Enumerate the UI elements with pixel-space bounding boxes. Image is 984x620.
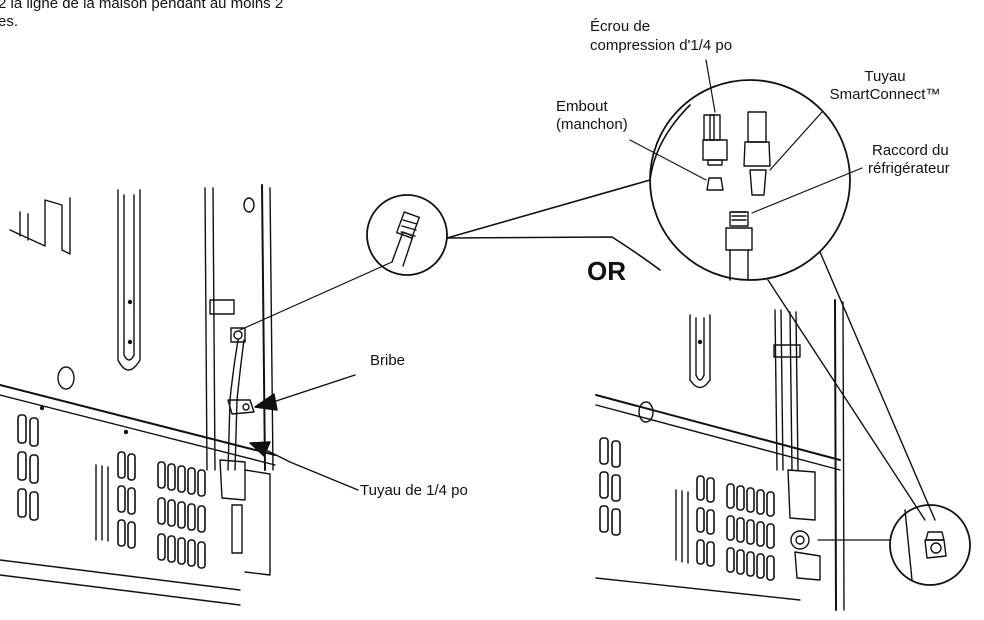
- right-refrigerator-back: [595, 299, 891, 611]
- left-refrigerator-back: [0, 184, 276, 606]
- label-smartconnect-tube-line-2: SmartConnect™: [829, 86, 941, 103]
- label-quarter-inch-tube: Tuyau de 1/4 po: [360, 482, 468, 499]
- label-ferrule-line-1: Embout: [556, 98, 608, 115]
- instruction-text-line-1: 2 la ligne de la maison pendant au moins…: [0, 0, 284, 12]
- label-clamp: Bribe: [370, 352, 406, 369]
- label-smartconnect-tube-line-1: Tuyau: [864, 68, 906, 85]
- left-detail-magnifier: [239, 194, 448, 331]
- fitting-detail-circle: [446, 59, 936, 521]
- label-ferrule-line-2: (manchon): [556, 116, 628, 133]
- label-compression-nut-line-2: compression d'1/4 po: [590, 37, 733, 54]
- label-compression-nut-line-1: Écrou de: [590, 18, 651, 35]
- callout-arrows: [249, 374, 359, 491]
- instruction-text-line-2: es.: [0, 13, 19, 30]
- label-fridge-fitting-line-1: Raccord du: [872, 142, 949, 159]
- right-detail-magnifier: [889, 504, 971, 586]
- or-separator: OR: [587, 256, 626, 286]
- label-fridge-fitting-line-2: réfrigérateur: [868, 160, 950, 177]
